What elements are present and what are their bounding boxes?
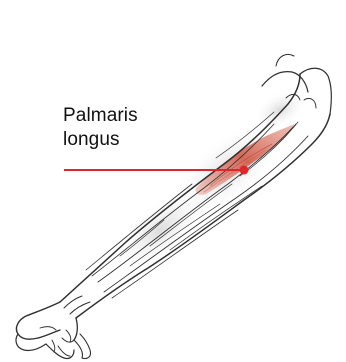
leader-dot (240, 166, 249, 175)
muscle-label: Palmaris longus (63, 104, 183, 152)
muscle-label-line-2: longus (63, 128, 183, 152)
hand-outline (16, 302, 91, 359)
muscle-label-line-1: Palmaris (63, 104, 183, 128)
